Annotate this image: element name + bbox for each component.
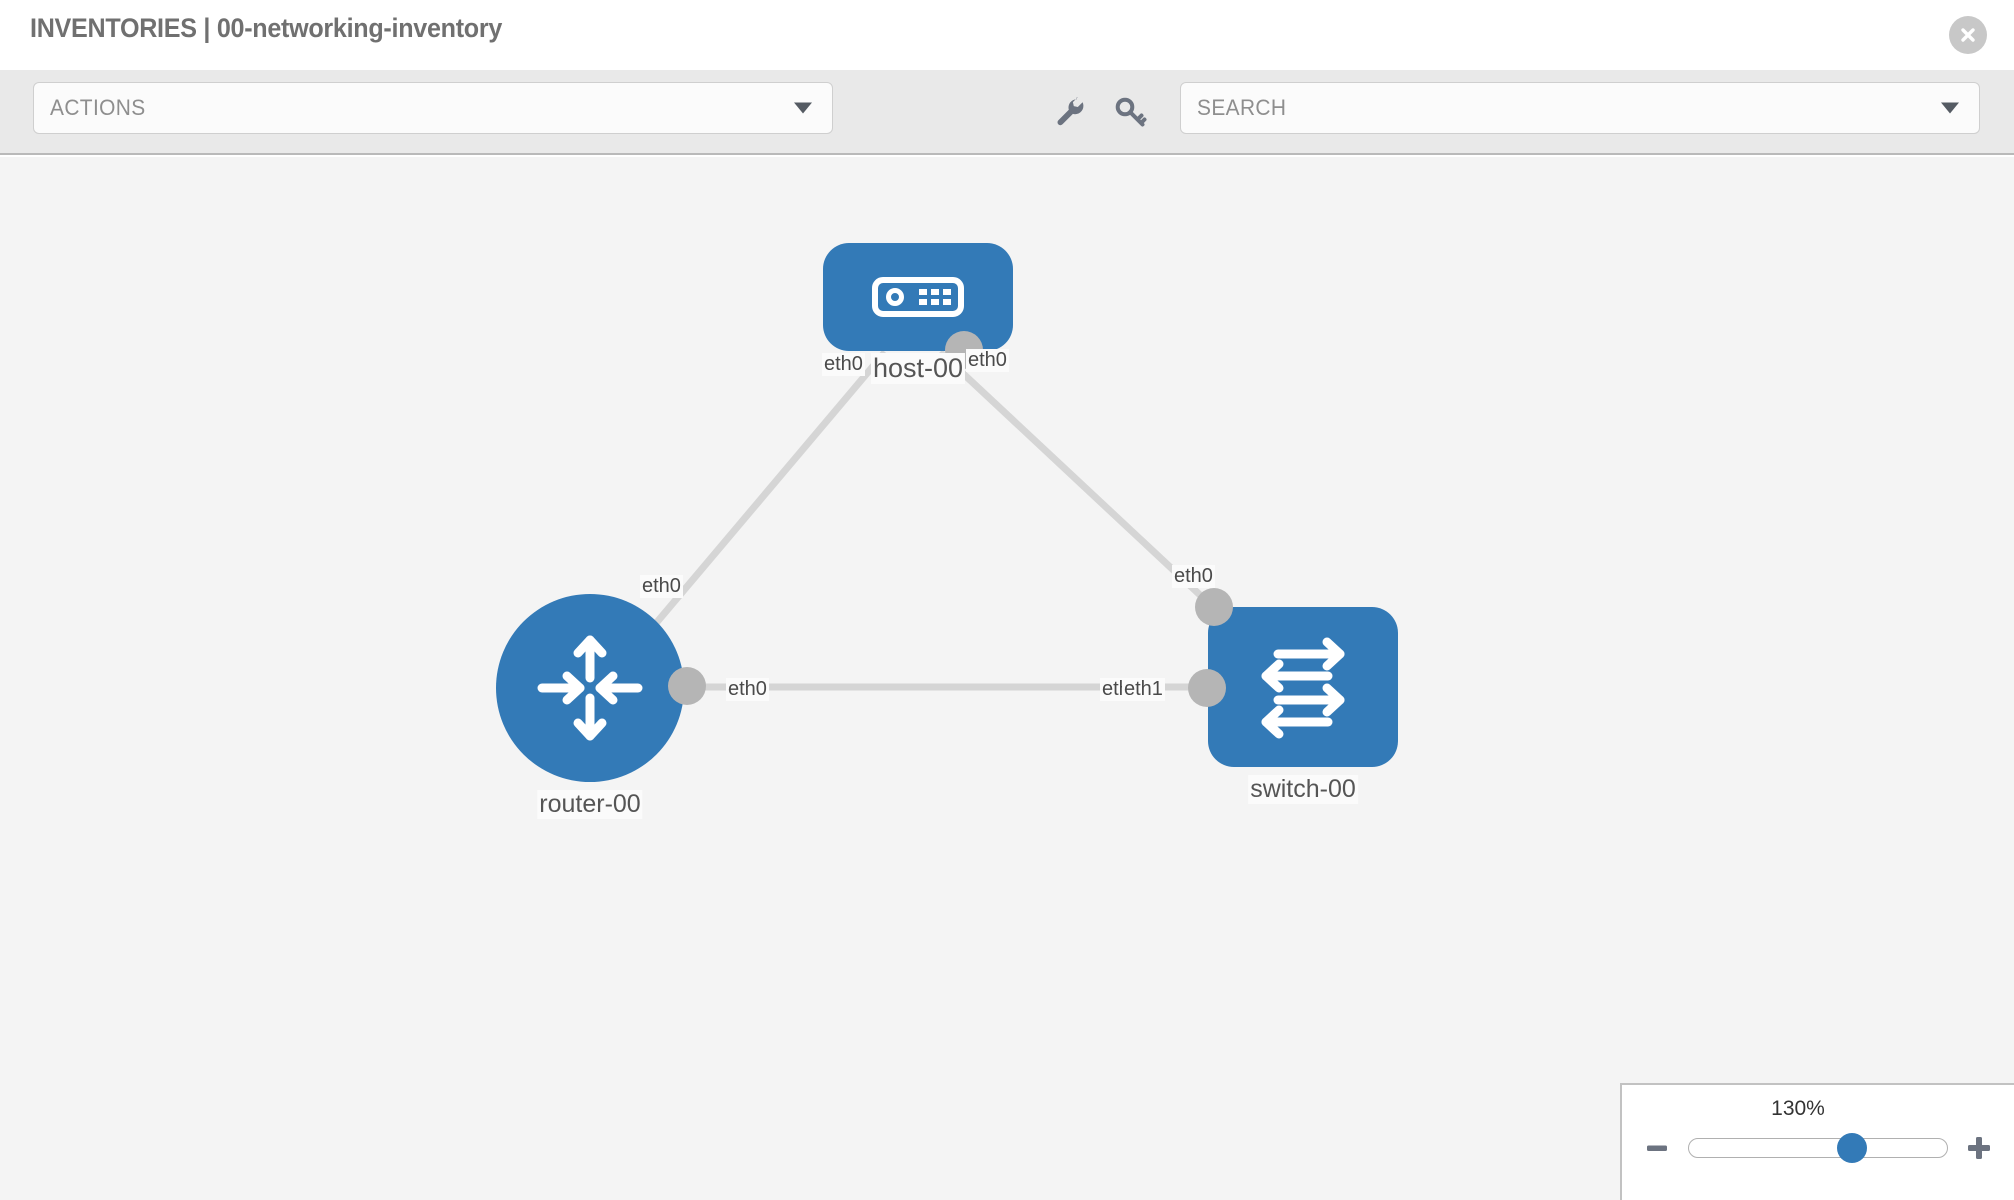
search-placeholder: SEARCH (1197, 95, 1287, 120)
zoom-slider-thumb[interactable] (1836, 1133, 1867, 1163)
page-header: INVENTORIES | 00-networking-inventory (0, 0, 2014, 70)
actions-dropdown[interactable]: ACTIONS (33, 82, 833, 134)
topology-node-host-00[interactable]: host-00 (823, 243, 1013, 384)
topology-canvas[interactable]: host-00 eth0 eth0 (0, 157, 2014, 1200)
topology-node-switch-00[interactable]: switch-00 (1188, 588, 1398, 804)
chevron-down-icon[interactable] (1941, 102, 1959, 114)
zoom-slider-track[interactable] (1688, 1138, 1948, 1158)
node-port-switch-left[interactable] (1188, 669, 1226, 707)
server-icon (872, 277, 964, 317)
zoom-in-button[interactable] (1962, 1131, 1996, 1165)
host-node-shape[interactable] (823, 243, 1013, 351)
switch-node-shape[interactable] (1208, 607, 1398, 767)
page-title: INVENTORIES | 00-networking-inventory (30, 13, 503, 43)
search-input[interactable]: SEARCH (1180, 82, 1980, 134)
zoom-controls-row (1622, 1131, 2014, 1165)
zoom-control-panel: 130% (1620, 1083, 2014, 1200)
topology-node-router-00[interactable]: router-00 (496, 594, 706, 819)
wrench-icon[interactable] (1050, 92, 1090, 132)
toolbar: ACTIONS SEARCH (0, 70, 2014, 155)
router-node-shape[interactable] (496, 594, 684, 782)
node-port-router-right[interactable] (668, 667, 706, 705)
node-port-switch-top[interactable] (1195, 588, 1233, 626)
close-icon[interactable] (1949, 16, 1987, 54)
actions-dropdown-label: ACTIONS (50, 95, 146, 120)
zoom-slider[interactable] (1688, 1133, 1948, 1163)
switch-arrows-icon (1261, 637, 1345, 739)
zoom-out-button[interactable] (1640, 1131, 1674, 1165)
key-icon[interactable] (1110, 92, 1150, 132)
node-port-host-right[interactable] (945, 331, 983, 369)
chevron-down-icon (794, 102, 812, 114)
zoom-level-label: 130% (1771, 1097, 1825, 1120)
router-arrows-icon (537, 635, 643, 741)
